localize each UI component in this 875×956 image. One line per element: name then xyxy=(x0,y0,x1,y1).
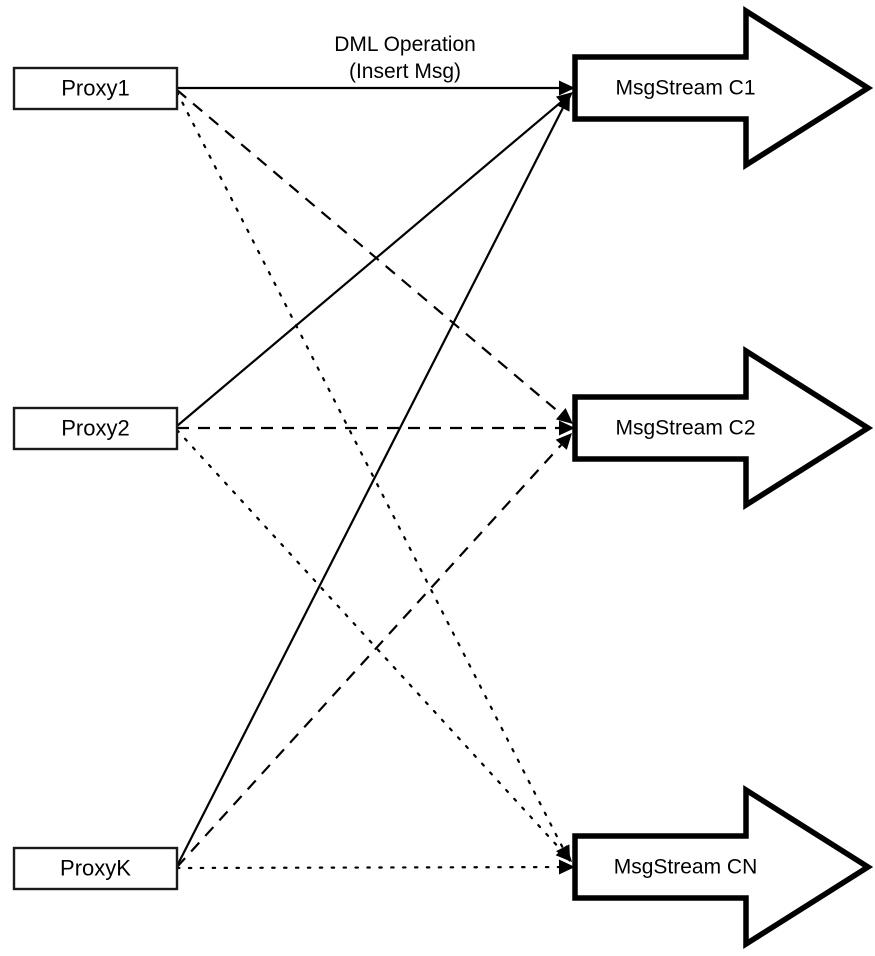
msgstream-block-arrow-icon[interactable] xyxy=(572,6,874,170)
edge-arrowhead-icon xyxy=(559,420,575,436)
edge-caption-dml: DML Operation (Insert Msg) xyxy=(334,33,476,83)
edge-proxyk-c1 xyxy=(176,94,570,867)
edge-line-dashed xyxy=(176,444,563,868)
edge-proxyk-cn xyxy=(175,859,575,875)
proxy-label: ProxyK xyxy=(60,855,131,880)
edge-arrowhead-icon xyxy=(558,859,575,875)
msgstream-node-c1[interactable]: MsgStream C1 xyxy=(572,6,874,170)
proxy-box[interactable] xyxy=(12,406,179,451)
edge-line-dotted xyxy=(175,865,561,870)
edge-arrowhead-icon xyxy=(555,433,572,450)
edge-line-solid xyxy=(176,101,562,427)
dml-caption-line1: DML Operation xyxy=(334,33,476,56)
edge-arrowhead-icon xyxy=(559,80,575,96)
msgstream-block-arrow-icon[interactable] xyxy=(572,785,874,949)
edge-line-dotted xyxy=(175,90,564,849)
proxy-node-proxyk[interactable]: ProxyK xyxy=(12,846,179,891)
edge-arrowhead-icon xyxy=(555,407,573,424)
edge-proxy1-c2 xyxy=(176,89,573,424)
proxy-node-proxy1[interactable]: Proxy1 xyxy=(12,66,179,111)
edge-proxy2-c2 xyxy=(177,420,575,436)
dml-caption-line2: (Insert Msg) xyxy=(349,60,461,83)
msgstream-node-c2[interactable]: MsgStream C2 xyxy=(572,346,874,510)
proxy-label: Proxy2 xyxy=(61,415,129,440)
proxy-box[interactable] xyxy=(12,846,179,891)
edge-line-solid xyxy=(176,107,564,867)
edge-line-dashed xyxy=(176,89,562,415)
edge-proxy2-cn xyxy=(175,428,572,862)
msgstream-label: MsgStream C2 xyxy=(615,417,755,440)
edge-proxy2-c1 xyxy=(176,92,573,427)
proxy-node-proxy2[interactable]: Proxy2 xyxy=(12,406,179,451)
msgstream-block-arrow-icon[interactable] xyxy=(572,346,874,510)
edge-proxyk-c2 xyxy=(176,433,572,868)
edge-line-dotted xyxy=(175,428,563,852)
msgstream-label: MsgStream CN xyxy=(614,856,758,879)
msgstream-node-cn[interactable]: MsgStream CN xyxy=(572,785,874,949)
msgstream-label: MsgStream C1 xyxy=(615,77,755,100)
edges-layer xyxy=(175,80,575,875)
msgstream-nodes-layer: MsgStream C1 MsgStream C2 MsgStream CN xyxy=(572,6,874,949)
edge-proxy1-c1 xyxy=(177,80,575,96)
edge-arrowhead-icon xyxy=(556,94,570,112)
edge-arrowhead-icon xyxy=(555,845,572,862)
proxy-label: Proxy1 xyxy=(61,75,129,100)
proxy-box[interactable] xyxy=(12,66,179,111)
